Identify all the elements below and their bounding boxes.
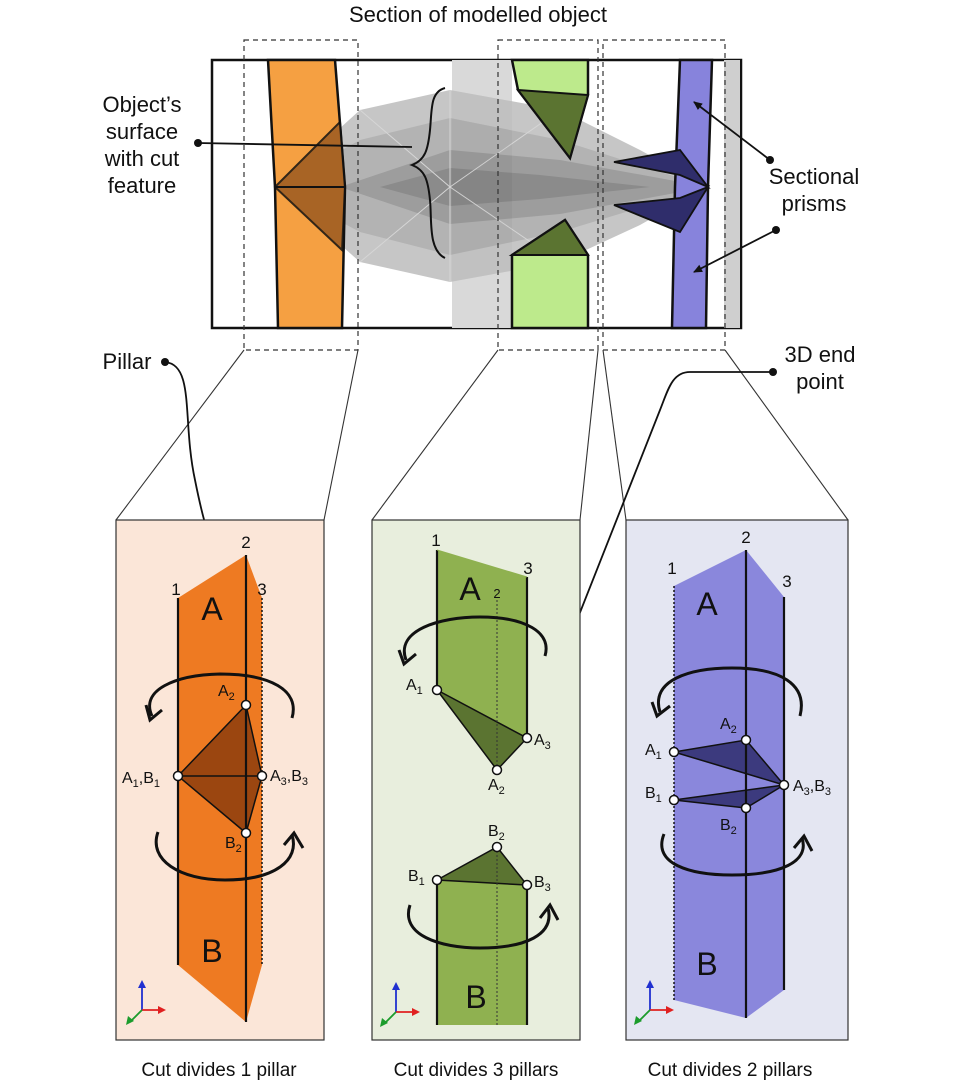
panel-3-pillar-num-2: 2 bbox=[741, 528, 750, 547]
panel-2-cut-bottom bbox=[434, 846, 529, 886]
surface-leader bbox=[197, 142, 413, 148]
panel-3-pillar bbox=[674, 550, 784, 1018]
zoom-connectors bbox=[115, 349, 849, 521]
panel-2-cut-top bbox=[436, 689, 529, 772]
panel-3-rotate-arrow-bottom bbox=[660, 833, 805, 877]
panel-2-region-b: B bbox=[465, 979, 486, 1015]
panel-1-pillar-num-1: 1 bbox=[171, 580, 180, 599]
panel-2-label-b2: B2 bbox=[488, 823, 505, 843]
panel-1-label-a3b3: A3,B3 bbox=[270, 768, 308, 788]
panel-1: 1 2 3 A B A2 A1,B1 A3,B3 B2 Cut divides … bbox=[115, 519, 325, 1081]
panel-1-label-b2: B2 bbox=[225, 835, 242, 855]
panel-2-rotate-arrow-top bbox=[402, 615, 548, 661]
prisms-arrow-down bbox=[693, 229, 777, 273]
panel-1-pillar-num-2: 2 bbox=[241, 533, 250, 552]
panel-2-pillar-num-2: 2 bbox=[493, 586, 500, 601]
panel-2-rotate-arrow-bottom bbox=[406, 904, 551, 950]
cut-surface bbox=[275, 90, 708, 282]
panel-2-region-a: A bbox=[459, 571, 481, 607]
panel-3-label-a2: A2 bbox=[720, 716, 737, 736]
panel-3-caption: Cut divides 2 pillars bbox=[648, 1060, 813, 1081]
panel-2-pillar-bottom bbox=[437, 847, 527, 1025]
panel-2-label-a1: A1 bbox=[406, 677, 423, 697]
panel-3-cut-upper bbox=[673, 739, 787, 787]
panel-2-pillar-num-3: 3 bbox=[523, 559, 532, 578]
endpoint-callout: 3D end point bbox=[531, 342, 856, 735]
surface-label-1: Object’s bbox=[102, 92, 181, 117]
panel-2-pillar-num-1: 1 bbox=[431, 531, 440, 550]
figure-title: Section of modelled object bbox=[349, 2, 607, 27]
panel-1-rotate-arrow-bottom bbox=[154, 831, 295, 882]
panel-2-axis-icon bbox=[380, 982, 420, 1027]
panel-3-label-a1: A1 bbox=[645, 742, 662, 762]
panel-1-label-a1b1: A1,B1 bbox=[122, 770, 160, 790]
prisms-label-1: Sectional bbox=[769, 164, 860, 189]
panel-3-label-b1: B1 bbox=[645, 785, 662, 805]
endpoint-label-2: point bbox=[796, 369, 844, 394]
panel-1-caption: Cut divides 1 pillar bbox=[141, 1060, 297, 1081]
prisms-arrow-up bbox=[693, 101, 771, 161]
panel-1-axis-icon bbox=[126, 980, 166, 1025]
panel-2-label-a3: A3 bbox=[534, 732, 551, 752]
panel-3-axis-icon bbox=[634, 980, 674, 1025]
panel-3-pillar-num-3: 3 bbox=[782, 572, 791, 591]
panel-3-cut-lower bbox=[673, 784, 785, 809]
surface-label-4: feature bbox=[108, 173, 177, 198]
panel-1-pillar-num-3: 3 bbox=[257, 580, 266, 599]
panel-2-label-b3: B3 bbox=[534, 874, 551, 894]
panel-3-label-a3b3: A3,B3 bbox=[793, 778, 831, 798]
panel-2: 1 2 3 A B A1 A3 A2 B2 B1 B3 Cut divides … bbox=[371, 519, 581, 1081]
surface-brace bbox=[409, 87, 446, 259]
panel-2-label-a2: A2 bbox=[488, 777, 505, 797]
zoom-box-2 bbox=[497, 39, 599, 351]
panel-1-region-b: B bbox=[201, 933, 222, 969]
panel-1-region-a: A bbox=[201, 591, 223, 627]
pillar-label: Pillar bbox=[103, 349, 152, 374]
surface-callout: Object’s surface with cut feature bbox=[102, 92, 413, 198]
zoom-box-1 bbox=[243, 39, 359, 351]
panel-3-region-b: B bbox=[696, 946, 717, 982]
surface-label-3: with cut bbox=[104, 146, 180, 171]
prisms-callout: Sectional prisms bbox=[693, 101, 860, 273]
blue-cut-lower bbox=[613, 185, 711, 234]
panel-2-label-b1: B1 bbox=[408, 868, 425, 888]
panel-3: 1 2 3 A B A2 A1 A3,B3 B1 B2 Cut divides … bbox=[625, 519, 849, 1081]
surface-label-2: surface bbox=[106, 119, 178, 144]
prisms-label-2: prisms bbox=[782, 191, 847, 216]
green-cut-bottom bbox=[508, 218, 590, 256]
object-section bbox=[210, 39, 743, 351]
panel-3-rotate-arrow-top bbox=[656, 666, 803, 717]
panel-3-pillar-num-1: 1 bbox=[667, 559, 676, 578]
panel-3-region-a: A bbox=[696, 586, 718, 622]
panel-1-label-a2: A2 bbox=[218, 683, 235, 703]
panel-3-label-b2: B2 bbox=[720, 817, 737, 837]
panel-1-rotate-arrow-top bbox=[148, 672, 295, 719]
gray-pillar-right bbox=[724, 60, 740, 328]
panel-2-caption: Cut divides 3 pillars bbox=[394, 1060, 559, 1081]
endpoint-label-1: 3D end bbox=[785, 342, 856, 367]
green-cut-top bbox=[515, 88, 590, 161]
endpoint-arrow bbox=[531, 371, 773, 735]
